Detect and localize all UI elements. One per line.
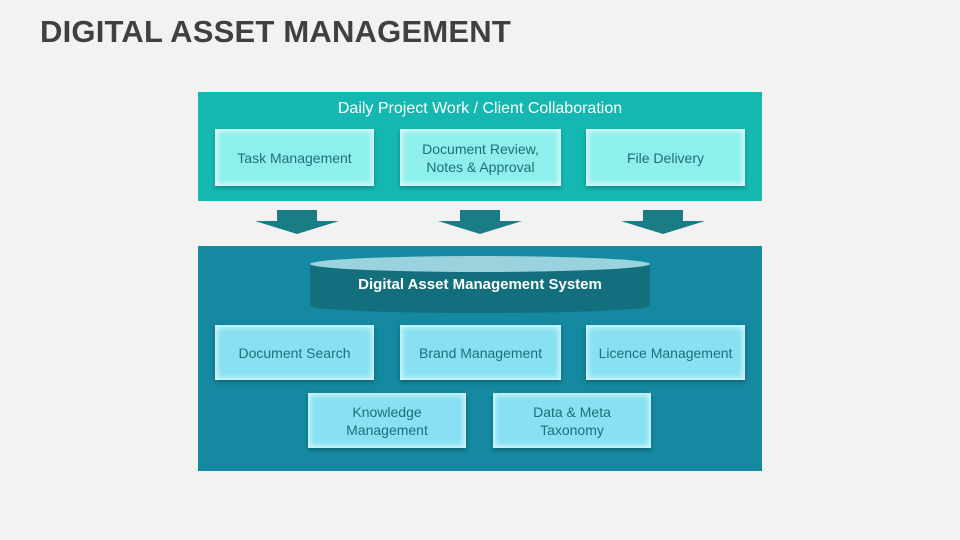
down-arrow-icon [621,210,705,234]
brand-management-label: Brand Management [419,344,542,361]
collaboration-heading: Daily Project Work / Client Collaboratio… [337,100,623,117]
licence-management-label: Licence Management [598,344,733,361]
brand-management-box: Brand Management [400,325,561,380]
file-delivery-box: File Delivery [586,129,745,186]
document-review-label: Document Review, Notes & Approval [422,140,539,175]
page-title: DIGITAL ASSET MANAGEMENT [40,14,511,49]
knowledge-management-box: Knowledge Management [308,393,466,448]
data-meta-taxonomy-box: Data & Meta Taxonomy [493,393,651,448]
knowledge-management-label: Knowledge Management [346,403,428,438]
file-delivery-label: File Delivery [626,149,704,166]
document-search-label: Document Search [238,344,351,361]
down-arrow-icon [255,210,339,234]
licence-management-box: Licence Management [586,325,745,380]
collaboration-panel: Daily Project Work / Client Collaboratio… [198,92,762,201]
task-management-label: Task Management [237,149,352,166]
dam-system-panel: Digital Asset Management System Document… [198,246,762,471]
down-arrow-icon [438,210,522,234]
task-management-box: Task Management [215,129,374,186]
database-cylinder-icon [310,256,650,313]
dam-system-label: Digital Asset Management System [358,276,602,293]
document-review-box: Document Review, Notes & Approval [400,129,561,186]
document-search-box: Document Search [215,325,374,380]
data-meta-taxonomy-label: Data & Meta Taxonomy [533,403,611,438]
